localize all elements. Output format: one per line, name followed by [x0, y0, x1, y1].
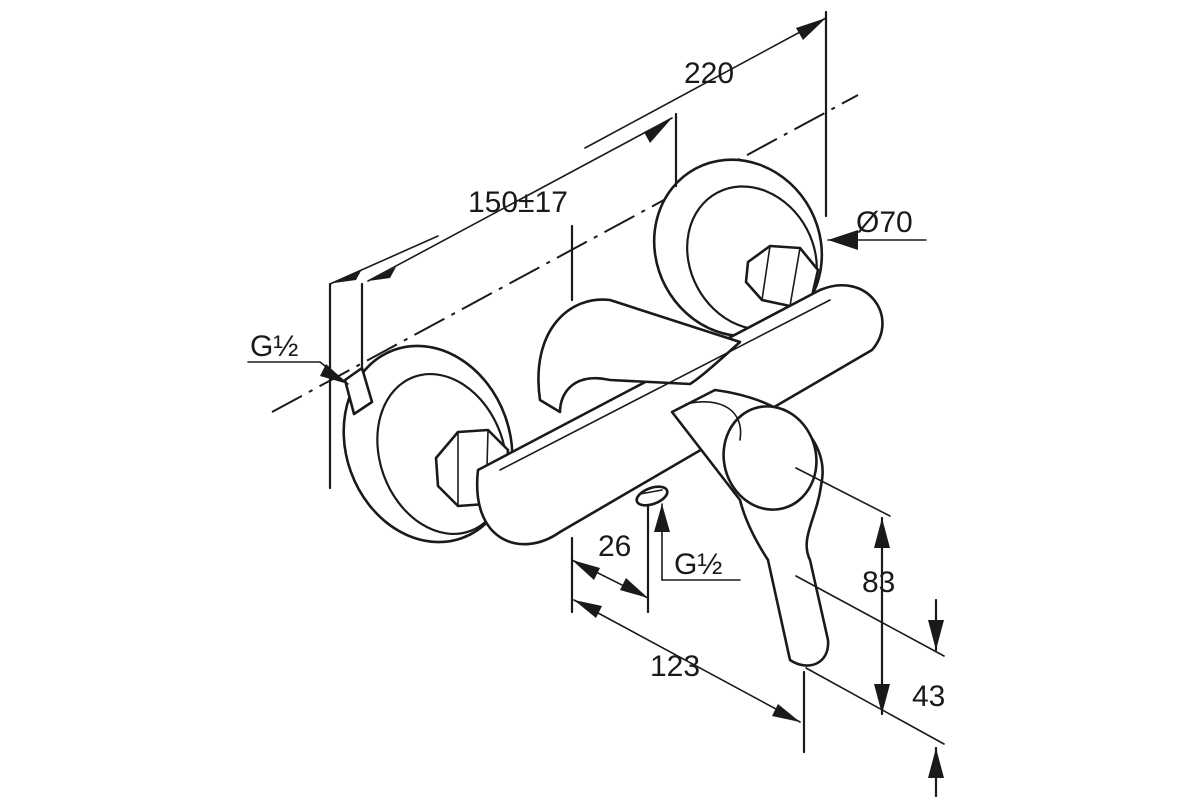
- dimension-220: 220: [584, 10, 828, 218]
- label-lever-height: 83: [862, 566, 895, 599]
- dimension-26: 26: [570, 504, 650, 614]
- dimension-diameter: Ø70: [827, 206, 927, 250]
- lever-handle: [670, 388, 830, 667]
- dimension-123: 123: [573, 599, 806, 754]
- dimension-150: 150±17: [328, 112, 678, 490]
- dimension-43: 43: [805, 598, 945, 798]
- label-inlet-thread: G½: [250, 330, 298, 363]
- center-axis-line: [271, 94, 859, 413]
- label-outlet-offset: 26: [598, 530, 631, 563]
- label-rosette-diameter: Ø70: [856, 206, 913, 239]
- label-outlet-height: 43: [912, 680, 945, 713]
- left-rosette: [342, 344, 514, 544]
- label-center-distance: 150±17: [468, 186, 568, 219]
- label-overall-width: 220: [684, 57, 734, 90]
- dimension-inlet-thread: G½: [247, 330, 349, 385]
- dimension-83: 83: [795, 467, 945, 716]
- label-projection: 123: [650, 650, 700, 683]
- label-outlet-thread: G½: [674, 548, 722, 581]
- dimension-outlet-thread: G½: [654, 503, 741, 581]
